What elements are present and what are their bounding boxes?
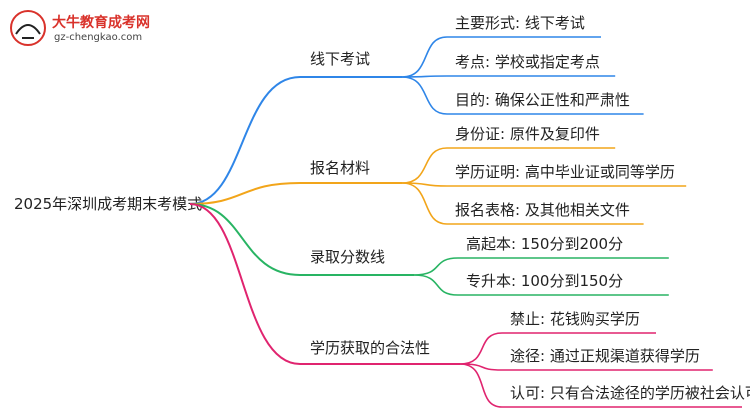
leaf-label: 目的: 确保公正性和严肃性 [455,91,630,109]
branch-label: 报名材料 [310,159,370,177]
leaf-label: 高起本: 150分到200分 [466,235,623,253]
site-logo: 大牛教育成考网 gz-chengkao.com [4,8,174,54]
leaf-connector [459,332,503,365]
leaf-connector [401,182,448,187]
branch-label: 学历获取的合法性 [310,339,430,357]
leaf-connector [401,76,448,115]
leaf-connector [401,147,448,184]
logo-mark-icon [10,10,46,46]
leaf-connector [459,363,503,408]
logo-title: 大牛教育成考网 [52,15,150,31]
logo-url: gz-chengkao.com [54,32,143,43]
branch-connector [189,182,301,205]
leaf-connector [401,182,448,225]
branch-label: 录取分数线 [310,248,385,266]
leaf-connector [401,75,448,78]
branch-label: 线下考试 [310,50,370,68]
root-node-label: 2025年深圳成考期末考模式 [14,195,202,213]
leaf-label: 禁止: 花钱购买学历 [510,310,640,328]
leaf-label: 主要形式: 线下考试 [455,14,585,32]
branch-connector [189,203,301,365]
branch-connector [189,203,301,276]
leaf-connector [413,274,459,296]
leaf-label: 认可: 只有合法途径的学历被社会认可 [510,384,750,402]
leaf-connector [413,257,459,276]
leaf-connector [401,36,448,78]
leaf-label: 身份证: 原件及复印件 [455,125,600,143]
leaf-label: 考点: 学校或指定考点 [455,53,600,71]
branch-connector [189,76,301,205]
leaf-label: 途径: 通过正规渠道获得学历 [510,347,700,365]
leaf-label: 学历证明: 高中毕业证或同等学历 [455,163,675,181]
leaf-label: 报名表格: 及其他相关文件 [455,201,630,219]
leaf-label: 专升本: 100分到150分 [466,272,623,290]
